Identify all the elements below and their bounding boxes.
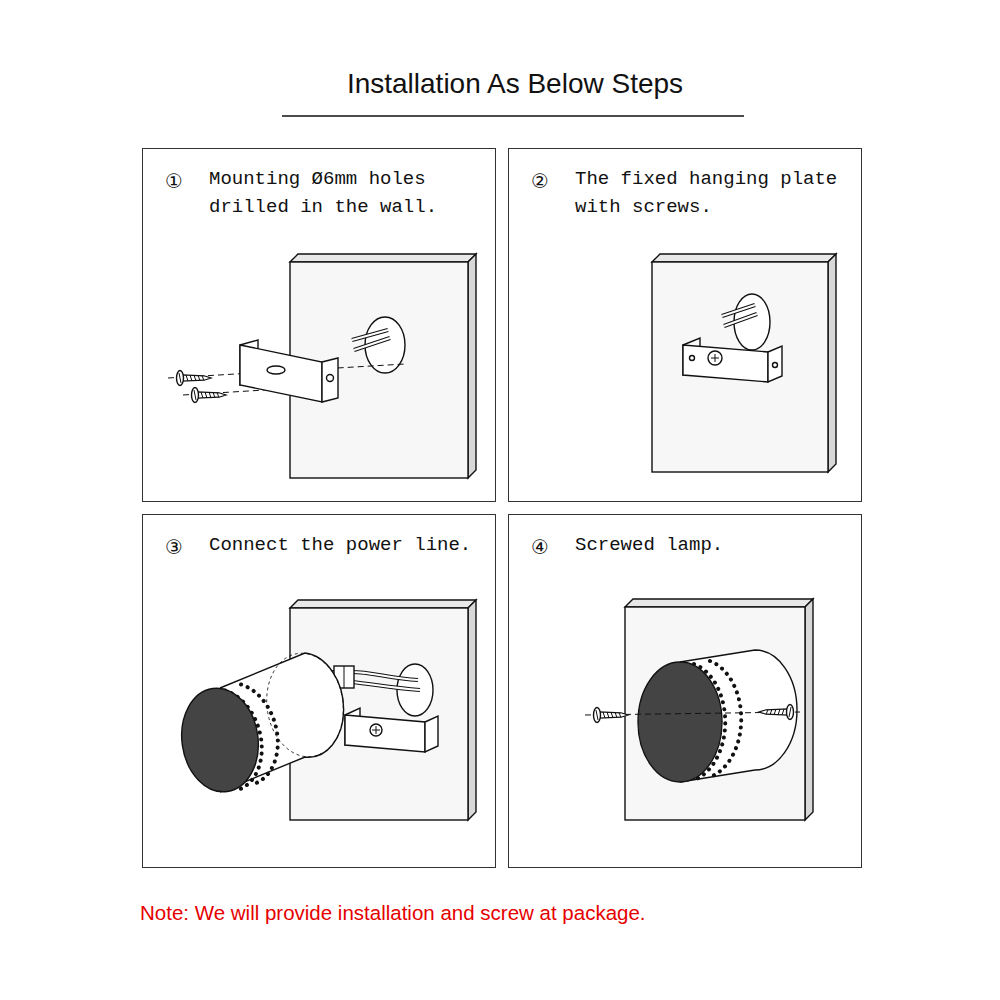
note: Note: We will provide installation and s… xyxy=(140,901,646,925)
wall-drilling-figure xyxy=(168,254,476,478)
title-underline xyxy=(282,115,744,117)
lamp-fixing-figure xyxy=(585,599,813,820)
step-panel: ④ Screwed lamp. xyxy=(508,514,862,868)
step-text: Screwed lamp. xyxy=(575,531,851,559)
step-panel: ① Mounting Ø6mm holes drilled in the wall… xyxy=(142,148,496,502)
power-line-figure xyxy=(175,600,476,820)
step-number: ④ xyxy=(531,536,549,558)
step-text: Mounting Ø6mm holes drilled in the wall. xyxy=(209,165,485,221)
step-number: ① xyxy=(165,170,183,192)
step-number: ③ xyxy=(165,536,183,558)
title: Installation As Below Steps xyxy=(0,68,1000,100)
step-panel: ③ Connect the power line. xyxy=(142,514,496,868)
hanging-plate-figure xyxy=(652,254,836,472)
step-panel: ② The fixed hanging plate with screws. xyxy=(508,148,862,502)
step-text: Connect the power line. xyxy=(209,531,485,559)
step-number: ② xyxy=(531,170,549,192)
step-text: The fixed hanging plate with screws. xyxy=(575,165,851,221)
